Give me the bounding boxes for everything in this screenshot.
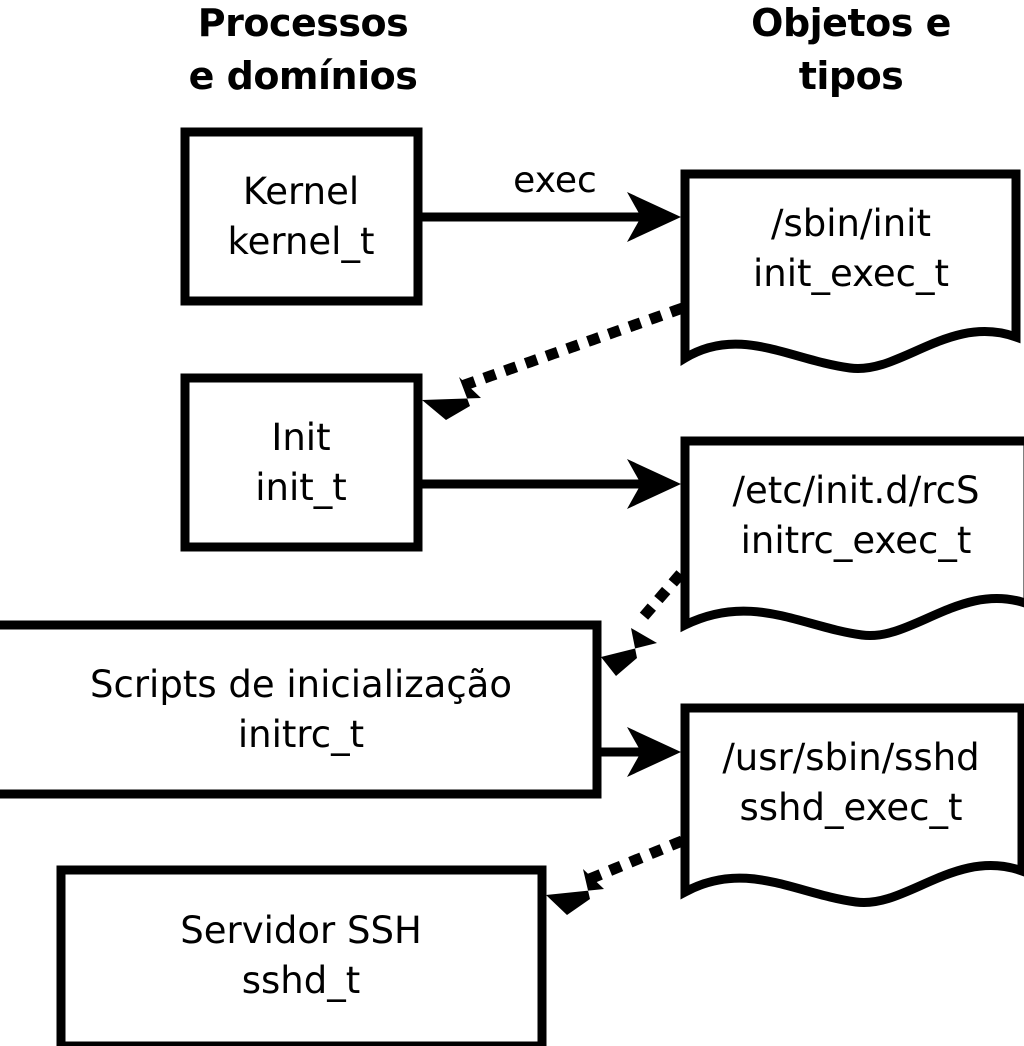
arrowhead-initrc-sshd_exec [627,727,681,777]
edge-line-initrc_exec-initrc [637,570,685,623]
edge-initrc_exec-transition-initrc [601,570,685,676]
node-kernel-box[interactable] [180,127,423,306]
node-init_exec-line1: /sbin/init [771,202,931,245]
arrowhead-initrc_exec-initrc [601,628,657,676]
node-kernel[interactable]: Kernel kernel_t [180,127,423,306]
node-initrc_exec[interactable]: /etc/init.d/rcS initrc_exec_t [680,436,1024,641]
node-initrc_exec-document-shape[interactable] [680,436,1024,641]
column-heading-left-line2: e domínios [189,54,418,98]
arrowhead-init-initrc_exec [627,459,681,509]
node-initrc[interactable]: Scripts de inicialização initrc_t [0,620,602,799]
node-init-line1: Init [271,416,330,459]
arrowhead-init_exec-init [422,377,481,420]
arrowhead-sshd_exec-sshd [546,869,604,915]
edge-line-sshd_exec-sshd [584,835,685,886]
node-initrc-line1: Scripts de inicialização [90,663,512,706]
edge-sshd_exec-transition-sshd [546,835,685,915]
node-sshd_exec-document-shape[interactable] [680,703,1024,908]
edge-init-exec-initrc_exec [422,459,681,509]
edge-initrc-exec-sshd_exec [601,727,681,777]
node-init_exec-document-shape[interactable] [680,169,1021,374]
column-heading-left-line1: Processos [198,1,408,45]
node-initrc_exec-line1: /etc/init.d/rcS [732,469,979,512]
node-initrc-box[interactable] [0,620,602,799]
node-sshd_exec[interactable]: /usr/sbin/sshd sshd_exec_t [680,703,1024,908]
column-heading-left: Processos e domínios [189,1,418,98]
node-init-line2: init_t [255,466,347,509]
node-init-box[interactable] [180,373,423,552]
node-sshd_exec-line1: /usr/sbin/sshd [722,736,979,779]
node-kernel-line2: kernel_t [228,220,375,263]
node-initrc-line2: initrc_t [238,713,364,756]
node-init_exec[interactable]: /sbin/init init_exec_t [680,169,1021,374]
node-sshd_exec-line2: sshd_exec_t [740,786,963,829]
node-init_exec-line2: init_exec_t [753,252,949,295]
node-sshd-box[interactable] [56,865,547,1046]
node-sshd-line1: Servidor SSH [180,909,422,952]
edge-line-init_exec-init [454,302,685,394]
column-heading-right-line1: Objetos e [751,1,951,45]
node-kernel-line1: Kernel [243,170,359,213]
node-init[interactable]: Init init_t [180,373,423,552]
node-sshd[interactable]: Servidor SSH sshd_t [56,865,547,1046]
edge-init_exec-transition-init [422,302,685,420]
column-heading-right: Objetos e tipos [751,1,951,98]
column-heading-right-line2: tipos [799,54,904,98]
arrowhead-kernel-init_exec [627,192,681,242]
node-initrc_exec-line2: initrc_exec_t [741,519,972,562]
edge-kernel-exec-init_exec: exec [422,160,681,242]
node-sshd-line2: sshd_t [242,959,361,1002]
edge-label-exec: exec [513,160,597,201]
